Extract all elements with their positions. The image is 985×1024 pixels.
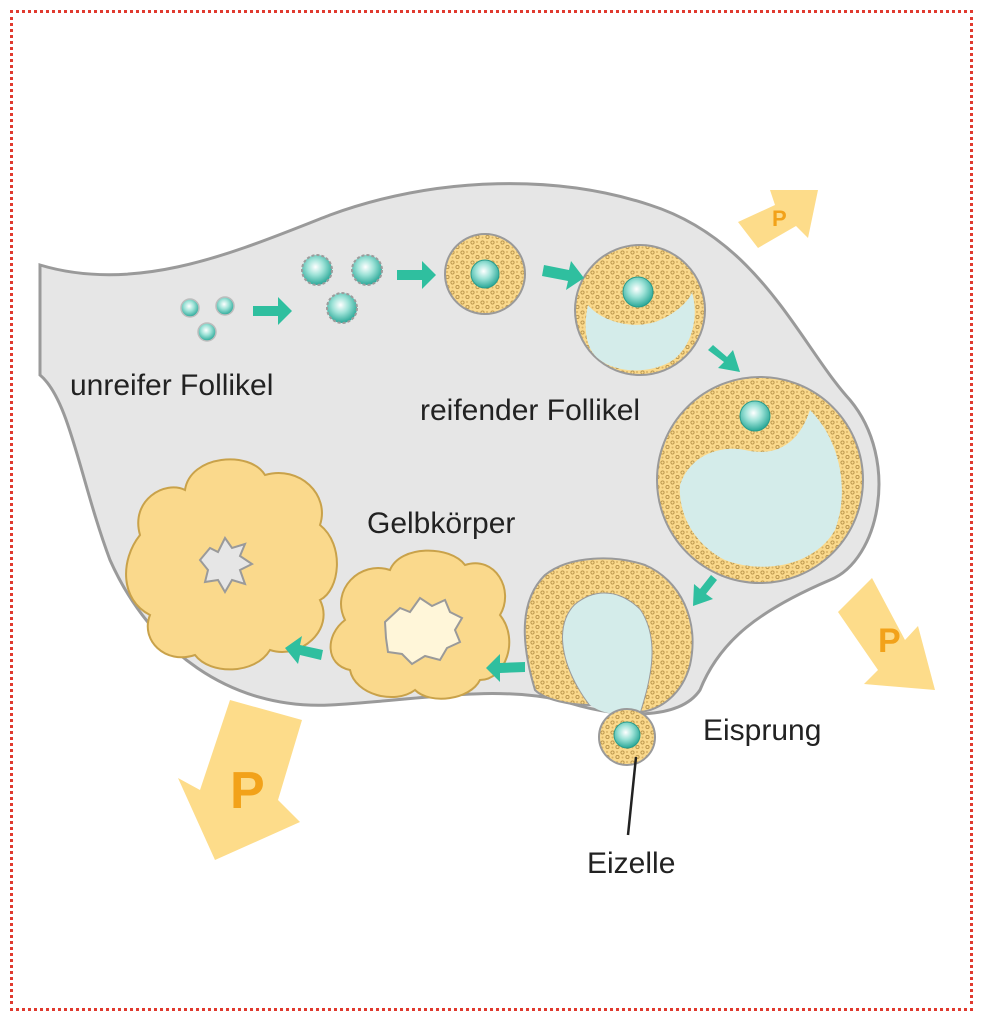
egg-cell-icon — [470, 259, 500, 289]
primordial-follicle — [215, 296, 235, 316]
egg-pointer-line — [626, 756, 638, 836]
flow-arrow — [397, 261, 436, 289]
corpus-luteum-mature — [125, 458, 338, 671]
flow-arrow — [708, 345, 740, 372]
mature-follicle — [656, 376, 864, 584]
hormone-arrow-2: P — [838, 578, 935, 690]
secondary-follicle — [444, 233, 526, 315]
hormone-arrow-letter: P — [772, 206, 787, 231]
flow-arrow — [542, 261, 584, 290]
hormone-arrow-1: P — [738, 190, 818, 248]
label-immature-follicle: unreifer Follikel — [70, 369, 273, 402]
immature-follicles — [180, 254, 383, 342]
primordial-follicle — [197, 322, 217, 342]
primordial-follicle — [180, 298, 200, 318]
released-egg — [598, 708, 656, 836]
hormone-arrow-letter: P — [230, 762, 265, 820]
flow-arrow — [253, 297, 292, 325]
flow-arrow — [486, 654, 525, 682]
early-antral-follicle — [574, 244, 706, 376]
egg-cell-icon — [739, 400, 771, 432]
label-maturing-follicle: reifender Follikel — [420, 394, 640, 427]
corpus-luteum-young — [329, 549, 511, 700]
flow-arrow — [693, 575, 717, 606]
flow-arrow — [285, 636, 323, 664]
ruptured-follicle — [523, 557, 694, 715]
primary-follicle — [301, 254, 333, 286]
hormone-arrow-3: P — [178, 700, 302, 860]
primary-follicle — [351, 254, 383, 286]
label-egg-cell: Eizelle — [587, 847, 675, 880]
dotted-frame — [10, 10, 973, 1011]
egg-cell-icon — [622, 276, 654, 308]
primary-follicle — [326, 292, 358, 324]
egg-cell-icon — [613, 721, 641, 749]
flow-arrows — [253, 261, 740, 682]
hormone-arrow-letter: P — [878, 622, 901, 660]
label-ovulation: Eisprung — [703, 714, 821, 747]
label-corpus-luteum: Gelbkörper — [367, 507, 515, 540]
